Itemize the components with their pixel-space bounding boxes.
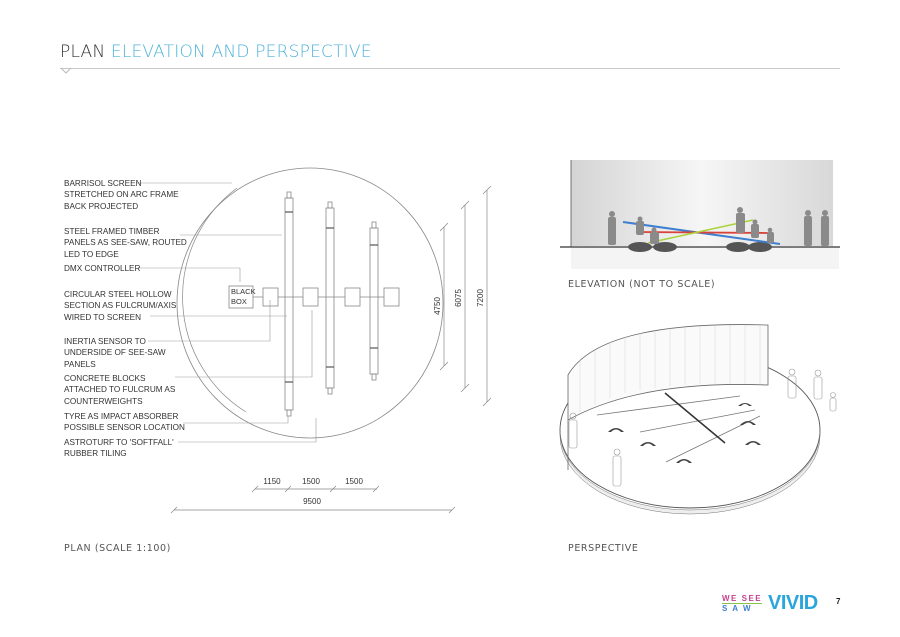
- title-plain: PLAN: [60, 42, 106, 62]
- perspective-curved-screen: [567, 324, 769, 470]
- black-box-label: BLACK BOX: [231, 287, 256, 306]
- elevation-beam-green: [647, 219, 754, 244]
- perspective-caption: PERSPECTIVE: [568, 543, 639, 554]
- seesaw-panel-3: [369, 221, 379, 381]
- dim-1150: 1150: [263, 477, 281, 486]
- horizontal-dimension-lines: [170, 485, 456, 514]
- dim-1500-b: 1500: [345, 477, 363, 486]
- leader-lines: [136, 182, 317, 443]
- perspective-tyres: [608, 403, 761, 463]
- annotation-inertia-sensor: INERTIA SENSOR TO UNDERSIDE OF SEE-SAW P…: [64, 337, 166, 369]
- plan-circle-outline: [176, 167, 444, 439]
- dim-6075: 6075: [454, 289, 463, 307]
- seesaw-panel-1: [284, 191, 294, 417]
- perspective-fulcrum: [664, 392, 726, 444]
- elevation-caption: ELEVATION (NOT TO SCALE): [568, 279, 716, 290]
- elevation-beam-red: [635, 231, 769, 234]
- perspective-figures: [568, 368, 837, 487]
- dim-4750: 4750: [433, 297, 442, 315]
- annotation-barrisol-screen: BARRISOL SCREEN STRETCHED ON ARC FRAME B…: [64, 179, 179, 211]
- plan-caption: PLAN (SCALE 1:100): [64, 543, 171, 554]
- header-notch-icon: [60, 67, 72, 74]
- screen-panel-lines: [579, 325, 761, 412]
- we-see-saw-logo-line1: WE SEE: [722, 594, 763, 604]
- concrete-block-2: [302, 287, 319, 307]
- seesaw-panel-2: [325, 201, 335, 395]
- dim-1500-a: 1500: [302, 477, 320, 486]
- page-number: 7: [836, 597, 841, 606]
- title-accent: ELEVATION AND PERSPECTIVE: [110, 42, 372, 62]
- header-divider: [60, 68, 840, 69]
- we-see-saw-logo-line2: S A W: [722, 604, 753, 613]
- annotation-astroturf: ASTROTURF TO 'SOFTFALL' RUBBER TILING: [64, 438, 174, 459]
- dim-9500: 9500: [303, 497, 321, 506]
- vivid-logo: VIVID: [768, 592, 818, 614]
- elevation-ground: [571, 247, 839, 269]
- dim-7200: 7200: [476, 289, 485, 307]
- page-title: PLAN ELEVATION AND PERSPECTIVE: [60, 42, 372, 62]
- black-box: [228, 285, 254, 309]
- concrete-block-4: [383, 287, 400, 307]
- concrete-block-1: [262, 287, 279, 307]
- annotation-tyre: TYRE AS IMPACT ABSORBER POSSIBLE SENSOR …: [64, 412, 185, 433]
- concrete-block-3: [344, 287, 361, 307]
- we-see-saw-logo: WE SEE S A W: [722, 594, 763, 613]
- barrisol-arc-frame: [182, 187, 247, 413]
- annotation-dmx-controller: DMX CONTROLLER: [64, 264, 141, 273]
- elevation-figures: [608, 207, 829, 246]
- vertical-dimension-lines: [439, 185, 492, 407]
- annotation-concrete-blocks: CONCRETE BLOCKS ATTACHED TO FULCRUM AS C…: [64, 374, 176, 406]
- elevation-tyres: [628, 242, 772, 252]
- annotation-seesaw-panels: STEEL FRAMED TIMBER PANELS AS SEE-SAW, R…: [64, 227, 187, 259]
- annotation-fulcrum: CIRCULAR STEEL HOLLOW SECTION AS FULCRUM…: [64, 290, 177, 322]
